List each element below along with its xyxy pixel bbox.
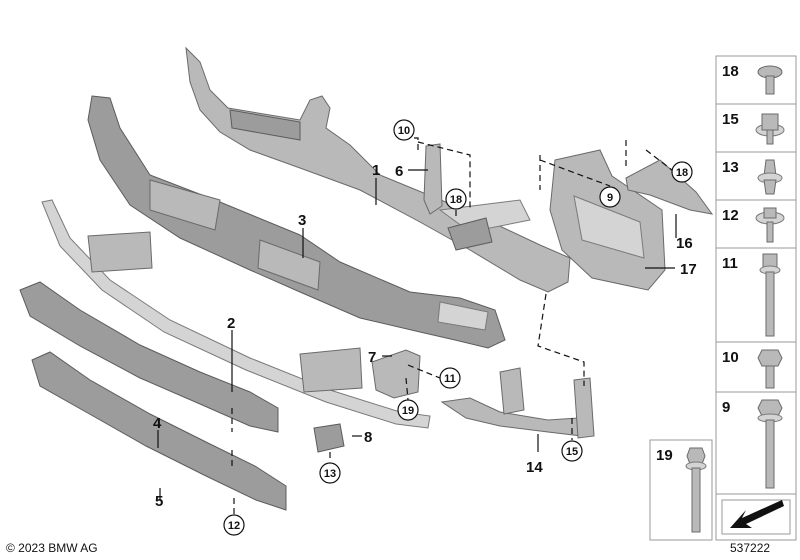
part-5-lower-strip (31, 351, 287, 511)
panel-item-10: 10 (722, 349, 739, 366)
part-3-shock-absorber (87, 95, 506, 349)
panel-item-9: 9 (722, 399, 730, 416)
circle-18-mid-label: 18 (450, 194, 462, 206)
circle-10-top (393, 119, 415, 141)
callout-4: 4 (153, 415, 162, 432)
fastener-15-icon (755, 113, 785, 145)
part-14-support (440, 367, 595, 439)
panel-item-19: 19 (656, 447, 673, 464)
callout-numbers: 1 3 2 4 5 6 7 8 14 16 17 (153, 162, 697, 510)
leader-lines (157, 169, 677, 500)
callout-2: 2 (227, 315, 235, 332)
callout-16: 16 (676, 235, 693, 252)
callout-17: 17 (680, 261, 697, 278)
fastener-9-icon (757, 399, 783, 489)
circle-11 (439, 367, 461, 389)
fastener-12-icon (755, 207, 785, 243)
circle-12-label: 12 (228, 520, 240, 532)
panel-item-12: 12 (722, 207, 739, 224)
fastener-11-icon (759, 253, 781, 337)
circle-13-label: 13 (324, 468, 336, 480)
panel-item-11: 11 (722, 255, 738, 272)
circle-11-label: 11 (444, 373, 456, 385)
panel-item-15: 15 (722, 111, 739, 128)
fastener-panel: 18 15 13 12 11 10 9 (715, 55, 797, 541)
callout-5: 5 (155, 493, 163, 510)
fastener-13-icon (757, 159, 783, 195)
fastener-19-icon (685, 447, 707, 533)
panel-item-13: 13 (722, 159, 739, 176)
copyright: © 2023 BMW AG (6, 541, 98, 555)
callout-3: 3 (298, 212, 306, 229)
circle-9-mid (599, 186, 621, 208)
circle-18-right (671, 161, 693, 183)
part-1-bumper-carrier (185, 46, 571, 293)
circle-18-mid (445, 188, 467, 210)
part-8-clip (313, 423, 345, 453)
circle-9-mid-label: 9 (607, 192, 613, 204)
circle-15-label: 15 (566, 446, 578, 458)
callout-7: 7 (368, 349, 376, 366)
part-17-bracket-frame (549, 149, 666, 291)
part-4-grille-strip (19, 281, 279, 433)
circle-18-right-label: 18 (676, 167, 688, 179)
part-6-bracket (423, 143, 443, 215)
callout-8: 8 (364, 429, 372, 446)
callout-14: 14 (526, 459, 543, 476)
part-7-bracket (371, 349, 421, 399)
part-2-crossbar (41, 199, 431, 429)
circle-13 (319, 462, 341, 484)
fastener-19-panel: 19 (649, 439, 713, 541)
fastener-18-icon (757, 65, 783, 95)
circle-19-label: 19 (402, 405, 414, 417)
circle-12 (223, 514, 245, 536)
diagram-id: 537222 (730, 541, 771, 555)
panel-item-18: 18 (722, 63, 739, 80)
circle-19 (397, 399, 419, 421)
circled-callouts: 10 18 9 18 11 19 13 15 12 (223, 119, 693, 536)
arrow-pictogram-icon (721, 499, 791, 535)
callout-1: 1 (372, 162, 380, 179)
circle-15 (561, 440, 583, 462)
callout-6: 6 (395, 163, 403, 180)
circle-10-top-label: 10 (398, 125, 410, 137)
fastener-10-icon (757, 349, 783, 389)
